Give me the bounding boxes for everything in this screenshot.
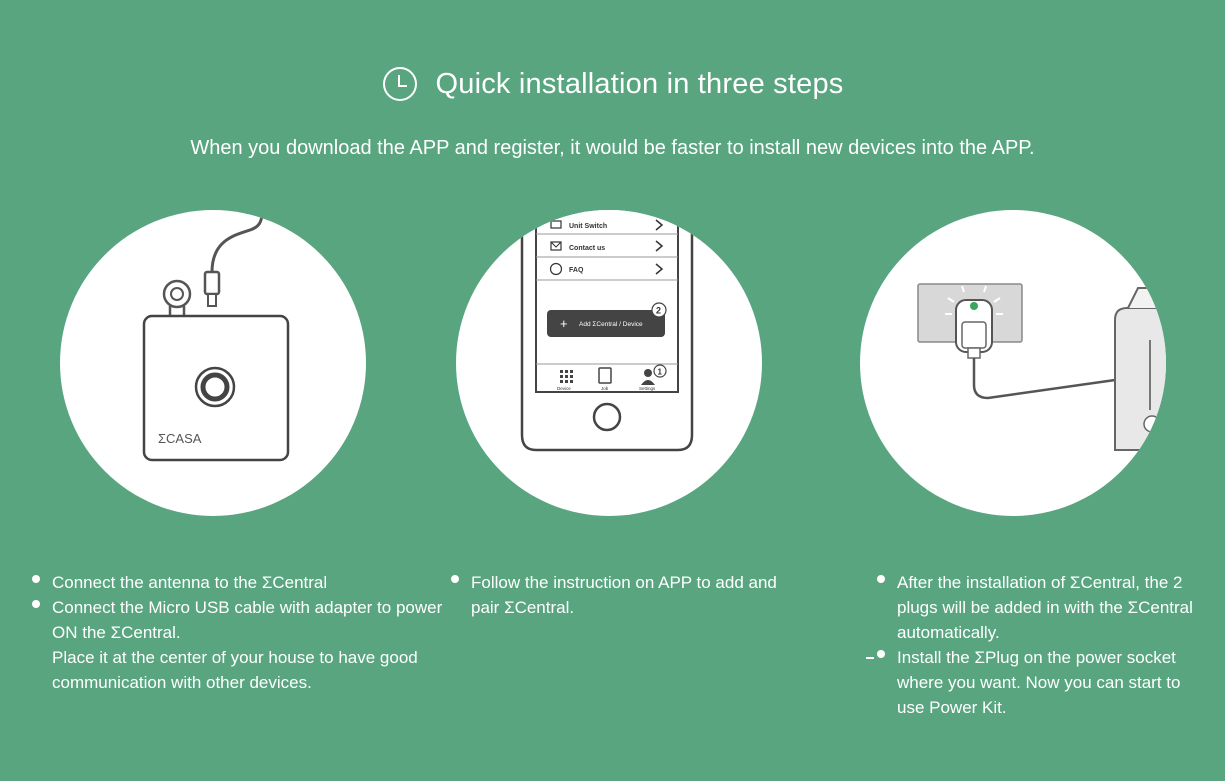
step-3-instructions: After the installation of ΣCentral, the …	[875, 570, 1195, 720]
clock-icon	[382, 67, 417, 101]
page-header: Quick installation in three steps	[0, 66, 1225, 102]
menu-item-faq: FAQ	[569, 267, 584, 274]
svg-text:Job: Job	[601, 386, 609, 391]
page-subtitle: When you download the APP and register, …	[190, 137, 1035, 159]
svg-text:2: 2	[656, 306, 661, 316]
menu-item-unit-switch: Unit Switch	[569, 223, 607, 230]
svg-text:1: 1	[658, 368, 663, 377]
list-item: After the installation of ΣCentral, the …	[875, 570, 1195, 645]
divider	[866, 657, 874, 659]
svg-text:Settings: Settings	[639, 386, 656, 391]
list-item: Install the ΣPlug on the power socket wh…	[875, 645, 1195, 720]
brand-logo: ΣCASA	[158, 431, 202, 446]
list-item: Connect the antenna to the ΣCentral	[30, 570, 450, 595]
list-item: Connect the Micro USB cable with adapter…	[30, 595, 450, 695]
menu-item-contact-us: Contact us	[569, 245, 605, 252]
svg-text:Device: Device	[557, 386, 571, 391]
step-1-instructions: Connect the antenna to the ΣCentral Conn…	[30, 570, 450, 695]
central-hub-illustration: ΣCASA	[60, 210, 366, 516]
list-item: Follow the instruction on APP to add and…	[449, 570, 809, 620]
page-title: Quick installation in three steps	[435, 67, 844, 100]
phone-app-illustration: Unit Switch Contact us FAQ + Add ΣCentra…	[456, 210, 762, 516]
svg-text:+: +	[560, 316, 568, 331]
step-2-instructions: Follow the instruction on APP to add and…	[449, 570, 809, 620]
add-central-button: Add ΣCentral / Device	[579, 321, 643, 328]
power-plug-illustration	[860, 210, 1166, 516]
